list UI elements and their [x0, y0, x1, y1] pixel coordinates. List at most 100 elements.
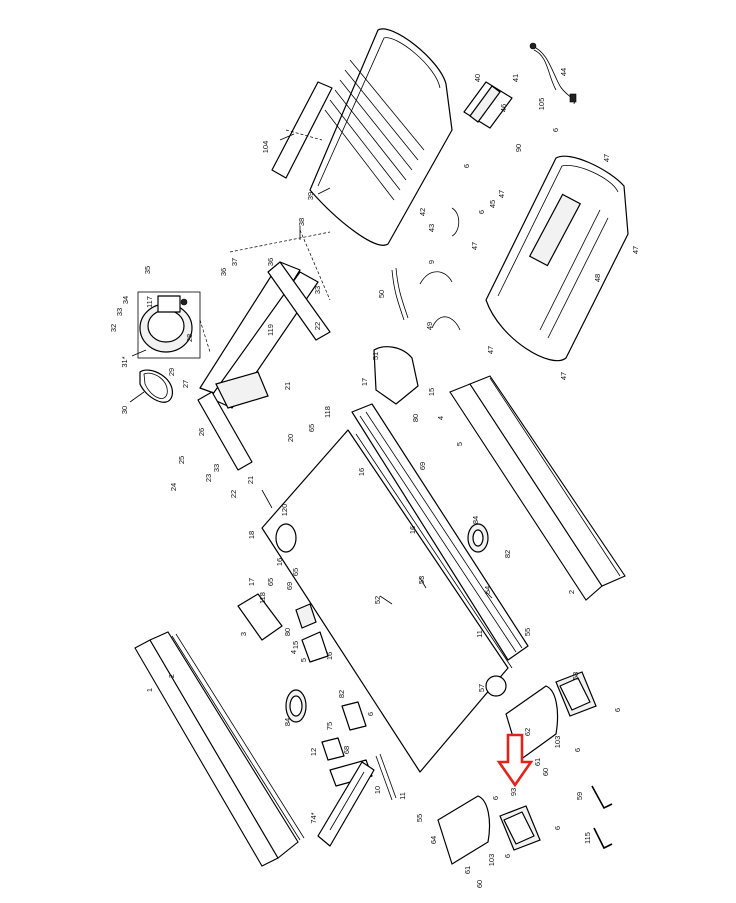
callout-c69b: 69 [418, 462, 427, 470]
callout-c29: 29 [167, 368, 176, 376]
callout-c18: 18 [247, 531, 256, 539]
controller-board [463, 81, 513, 129]
motor-assembly [137, 291, 211, 359]
callout-c54: 54 [483, 586, 492, 594]
callout-c120: 120 [280, 504, 289, 517]
callout-c5b: 5 [455, 442, 464, 446]
callout-c33: 33 [313, 286, 322, 294]
callout-c65b: 65 [291, 568, 300, 576]
callout-c26: 26 [197, 428, 206, 436]
callout-c119: 119 [266, 324, 275, 336]
callout-c10: 10 [373, 786, 382, 794]
callout-c62: 62 [523, 728, 532, 736]
callout-c117: 117 [145, 296, 154, 308]
callout-c6e: 6 [613, 708, 622, 712]
drive-belt [139, 369, 173, 403]
callout-c6h: 6 [553, 826, 562, 830]
callout-c42: 42 [418, 208, 427, 216]
callout-c36b: 36 [219, 268, 228, 276]
callout-c46: 46 [499, 104, 508, 112]
callout-c5: 5 [299, 658, 308, 662]
callout-c105: 105 [537, 98, 546, 111]
callout-c6: 6 [366, 712, 375, 716]
callout-c20: 20 [286, 434, 295, 442]
callout-c52: 52 [373, 596, 382, 604]
callout-c45: 45 [488, 200, 497, 208]
callout-c6c: 6 [551, 128, 560, 132]
callout-c16: 16 [275, 558, 284, 566]
callout-c41: 41 [511, 74, 520, 82]
callout-c53: 53 [417, 576, 426, 584]
callout-c38: 38 [297, 218, 306, 226]
wire-harnesses [391, 207, 461, 331]
callout-c16b: 16 [325, 652, 334, 660]
deck-spring-right [467, 523, 489, 553]
callout-c48: 48 [593, 274, 602, 282]
callout-c50: 50 [377, 290, 386, 298]
callout-c115: 115 [583, 832, 592, 844]
callout-c93: 93 [509, 788, 518, 796]
callout-c21b: 21 [246, 476, 255, 484]
callout-c30: 30 [120, 406, 129, 414]
callout-c80b: 80 [411, 414, 420, 422]
console-body [309, 28, 453, 246]
right-frame-rail [351, 403, 529, 661]
callout-c58: 58 [571, 672, 580, 680]
motor-hood [485, 155, 629, 362]
callout-c21: 21 [283, 382, 292, 390]
left-side-rail [134, 631, 305, 867]
callout-c9: 9 [427, 260, 436, 264]
callout-c36: 36 [266, 258, 275, 266]
callout-c6b: 6 [477, 210, 486, 214]
callout-c37: 37 [230, 258, 239, 266]
callout-c47f: 47 [631, 246, 640, 254]
callout-c68: 68 [342, 746, 351, 754]
callout-c47e: 47 [602, 154, 611, 162]
callout-c47b: 47 [470, 242, 479, 250]
callout-c31: 31* [120, 356, 129, 367]
callout-c1: 1 [145, 688, 154, 692]
rear-pulley-parts [285, 689, 373, 787]
hex-keys [591, 785, 613, 850]
callout-c3: 3 [239, 632, 248, 636]
callout-c47c: 47 [486, 346, 495, 354]
callout-c25: 25 [177, 456, 186, 464]
callout-c34: 34 [121, 296, 130, 304]
motor-cover-plate [373, 346, 419, 405]
callout-c11: 11 [398, 792, 407, 800]
callout-c43: 43 [427, 224, 436, 232]
callout-c47: 47 [497, 190, 506, 198]
callout-c55b: 55 [523, 628, 532, 636]
callout-c59: 59 [575, 792, 584, 800]
callout-c22b: 22 [229, 490, 238, 498]
callout-c74: 74* [309, 812, 318, 823]
callout-c4b: 4 [436, 416, 445, 420]
endcap-brackets [499, 671, 597, 851]
callout-c69: 69 [285, 582, 294, 590]
callout-c17: 17 [247, 578, 256, 586]
callout-c33b: 33 [115, 308, 124, 316]
tread-panel [317, 761, 375, 847]
callout-c32: 32 [109, 324, 118, 332]
callout-c16d: 16 [357, 468, 366, 476]
callout-c103: 103 [553, 736, 562, 749]
callout-c49: 49 [425, 322, 434, 330]
callout-c82b: 82 [503, 550, 512, 558]
callout-c64: 64 [429, 836, 438, 844]
treadmill-deck [261, 429, 513, 773]
callout-c61: 61 [533, 758, 542, 766]
callout-c27: 27 [181, 380, 190, 388]
callout-c15: 15 [291, 641, 300, 649]
callout-c55: 55 [415, 814, 424, 822]
callout-c60b: 60 [475, 880, 484, 888]
callout-c15b: 15 [427, 388, 436, 396]
upright-frame [197, 229, 331, 471]
callout-c6d: 6 [462, 164, 471, 168]
callout-c6i: 6 [503, 854, 512, 858]
callout-c104: 104 [261, 141, 270, 154]
callout-c65: 65 [266, 578, 275, 586]
callout-c60: 60 [541, 768, 550, 776]
callout-c61b: 61 [463, 866, 472, 874]
power-cord [529, 42, 577, 105]
